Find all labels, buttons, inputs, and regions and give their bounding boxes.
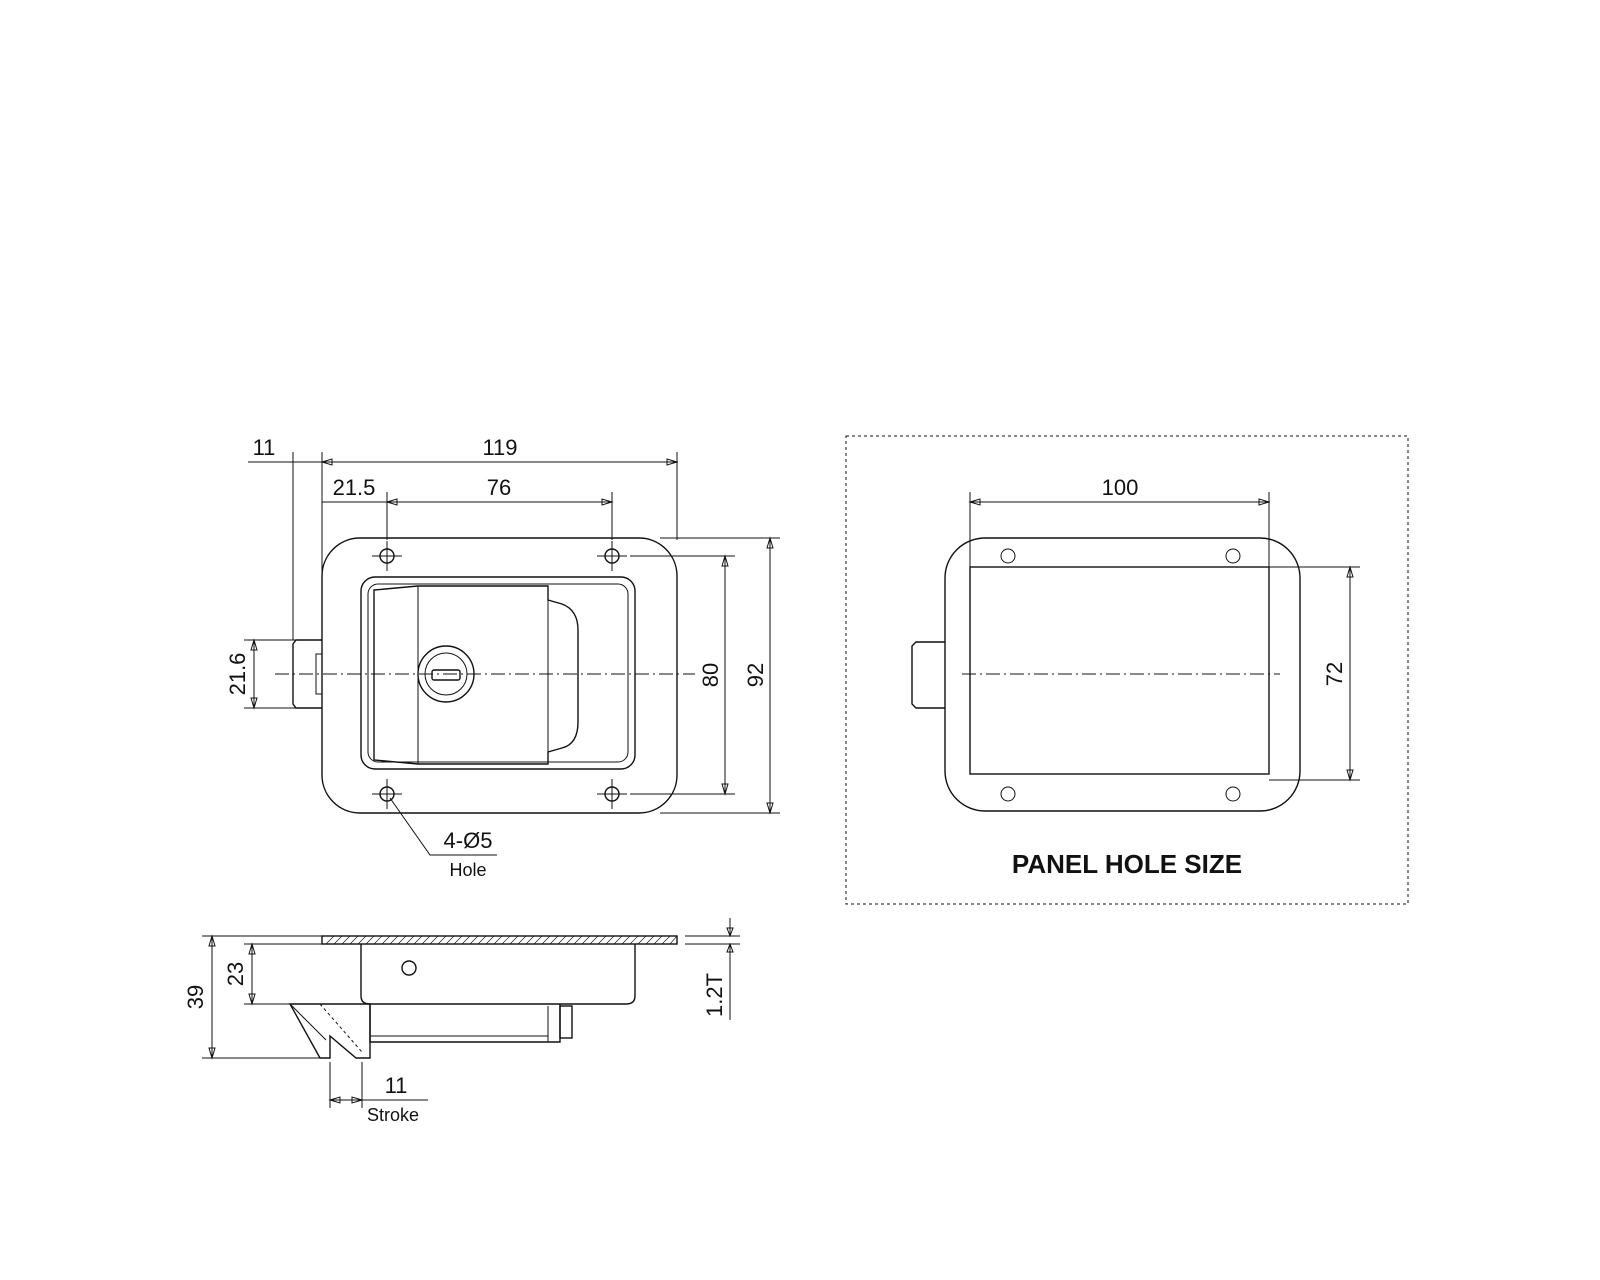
flange-outline	[321, 537, 678, 814]
hatch-line	[533, 935, 543, 945]
pan-body	[360, 944, 636, 1005]
hatch-line	[485, 935, 495, 945]
hatch-line	[429, 935, 439, 945]
panel-title: PANEL HOLE SIZE	[1012, 849, 1242, 879]
panel-view: 100 72 PANEL HOLE SIZE	[845, 435, 1409, 905]
flange-hatching	[325, 935, 678, 945]
hatch-line	[573, 935, 583, 945]
pan-recess-inner	[367, 583, 629, 763]
hatch-line	[421, 935, 431, 945]
front-view: 119 11 21.5 76 21.6 80 92 4-Ø5 Hole	[225, 435, 780, 880]
hatch-line	[637, 935, 647, 945]
panel-flange-outline	[944, 537, 1301, 812]
hatch-line	[565, 935, 575, 945]
dim-depth-overall: 39	[183, 985, 208, 1009]
panel-latch-stub	[911, 641, 945, 709]
hatch-line	[437, 935, 447, 945]
hatch-line	[469, 935, 479, 945]
dim-width-overall: 119	[482, 435, 517, 460]
hole-icon	[1225, 548, 1241, 564]
hatch-line	[413, 935, 423, 945]
hatch-line	[525, 935, 535, 945]
dim-hole-spacing: 76	[487, 475, 511, 500]
dim-hole-offset: 21.5	[333, 475, 376, 500]
hatch-line	[621, 935, 631, 945]
hole-icon	[1225, 786, 1241, 802]
hatch-line	[653, 935, 663, 945]
dim-pan-depth: 23	[223, 962, 248, 986]
pan-recess-outer	[360, 576, 636, 770]
hatch-line	[605, 935, 615, 945]
hole-icon	[1000, 548, 1016, 564]
hatch-line	[333, 935, 343, 945]
hatch-line	[373, 935, 383, 945]
hatch-line	[517, 935, 527, 945]
hole-callout-note: Hole	[449, 860, 486, 880]
hatch-line	[669, 935, 678, 945]
dim-offset-left: 11	[253, 435, 276, 460]
hatch-line	[445, 935, 455, 945]
dim-height-overall: 92	[743, 663, 768, 687]
hatch-line	[389, 935, 399, 945]
hatch-line	[453, 935, 463, 945]
hatch-line	[397, 935, 407, 945]
hatch-line	[365, 935, 375, 945]
flange-plate	[321, 935, 678, 945]
hatch-line	[645, 935, 655, 945]
side-view: 39 23 1.2T 11 Stroke	[183, 918, 740, 1125]
hatch-line	[349, 935, 359, 945]
hatch-line	[477, 935, 487, 945]
dim-stroke-value: 11	[385, 1073, 408, 1098]
paddle-handle	[373, 585, 579, 765]
dim-hole-height: 72	[1322, 662, 1347, 686]
hatch-line	[381, 935, 391, 945]
hatch-line	[661, 935, 671, 945]
hatch-line	[501, 935, 511, 945]
hatch-line	[597, 935, 607, 945]
hatch-line	[357, 935, 367, 945]
mounting-holes	[372, 541, 627, 809]
panel-cutout	[969, 566, 1270, 775]
hatch-line	[493, 935, 503, 945]
latch-stub	[559, 1005, 573, 1039]
dim-hole-vertical: 80	[698, 663, 723, 687]
rivet-icon	[401, 960, 417, 976]
dim-thickness: 1.2T	[702, 973, 727, 1017]
latch-hook	[288, 1003, 371, 1059]
hatch-line	[557, 935, 567, 945]
hatch-line	[629, 935, 639, 945]
hole-icon	[1000, 786, 1016, 802]
hatch-line	[589, 935, 599, 945]
dim-stroke-label: Stroke	[367, 1105, 419, 1125]
hatch-line	[461, 935, 471, 945]
hatch-line	[325, 935, 335, 945]
hatch-line	[549, 935, 559, 945]
hatch-line	[541, 935, 551, 945]
hatch-line	[613, 935, 623, 945]
dim-latch-height: 21.6	[225, 653, 250, 696]
key-slot	[431, 669, 461, 681]
hatch-line	[341, 935, 351, 945]
panel-border	[845, 435, 1409, 905]
hole-leader	[389, 797, 497, 856]
dim-hole-width: 100	[1102, 475, 1139, 500]
hatch-line	[509, 935, 519, 945]
hatch-line	[405, 935, 415, 945]
hole-callout-size: 4-Ø5	[444, 828, 493, 853]
hatch-line	[581, 935, 591, 945]
